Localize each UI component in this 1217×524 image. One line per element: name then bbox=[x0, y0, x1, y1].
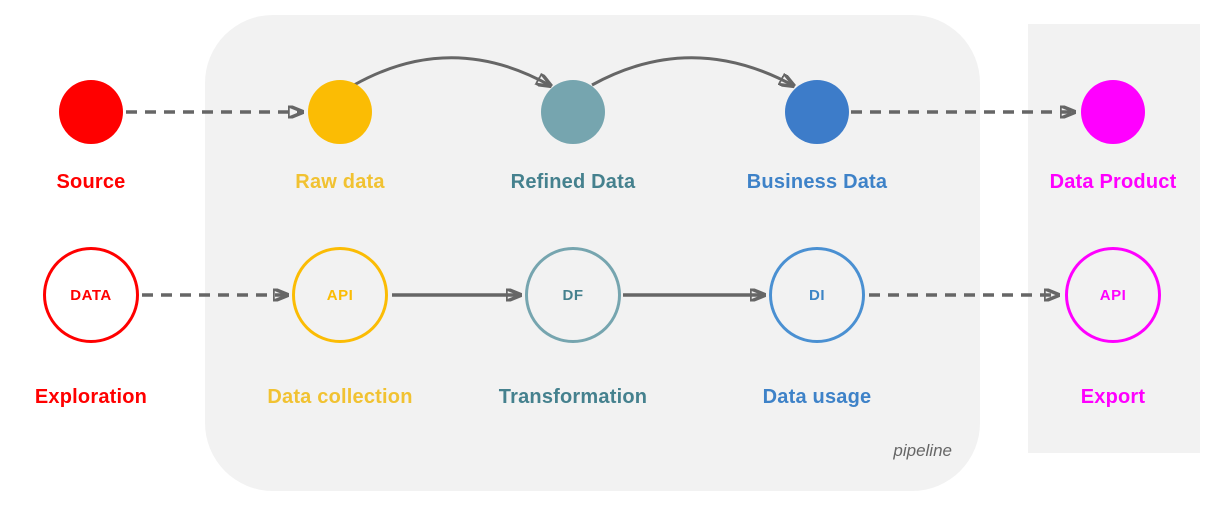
stage-node-source bbox=[59, 80, 123, 144]
process-label-transformation: Transformation bbox=[498, 386, 648, 408]
column-business-data: Business Data DI Data usage bbox=[720, 0, 914, 524]
process-label-export: Export bbox=[1080, 386, 1146, 408]
process-node-data-text: DATA bbox=[70, 286, 112, 304]
column-data-product: Data Product API Export bbox=[1016, 0, 1210, 524]
process-node-api-export: API bbox=[1065, 247, 1161, 343]
process-label-exploration: Exploration bbox=[34, 386, 148, 408]
process-node-df: DF bbox=[525, 247, 621, 343]
process-node-df-text: DF bbox=[562, 286, 584, 304]
stage-node-raw-data bbox=[308, 80, 372, 144]
stage-label-raw-data: Raw data bbox=[295, 171, 385, 193]
process-node-api-collection: API bbox=[292, 247, 388, 343]
process-label-data-collection: Data collection bbox=[267, 386, 413, 408]
process-node-api-export-text: API bbox=[1099, 286, 1127, 304]
pipeline-group-label: pipeline bbox=[893, 441, 952, 461]
stage-label-source: Source bbox=[56, 171, 126, 193]
process-node-data: DATA bbox=[43, 247, 139, 343]
process-node-di-text: DI bbox=[809, 286, 825, 304]
edge-rawdata-to-refineddata-arrow bbox=[353, 56, 551, 86]
column-source: Source DATA Exploration bbox=[0, 0, 188, 524]
process-node-api-collection-text: API bbox=[326, 286, 354, 304]
process-node-di: DI bbox=[769, 247, 865, 343]
edge-refineddata-to-businessdata-arrow bbox=[591, 56, 794, 86]
stage-label-refined-data: Refined Data bbox=[510, 171, 636, 193]
stage-label-data-product: Data Product bbox=[1049, 171, 1177, 193]
process-label-data-usage: Data usage bbox=[762, 386, 872, 408]
stage-node-refined-data bbox=[541, 80, 605, 144]
stage-node-data-product bbox=[1081, 80, 1145, 144]
stage-label-business-data: Business Data bbox=[746, 171, 888, 193]
column-raw-data: Raw data API Data collection bbox=[243, 0, 437, 524]
stage-node-business-data bbox=[785, 80, 849, 144]
column-refined-data: Refined Data DF Transformation bbox=[476, 0, 670, 524]
